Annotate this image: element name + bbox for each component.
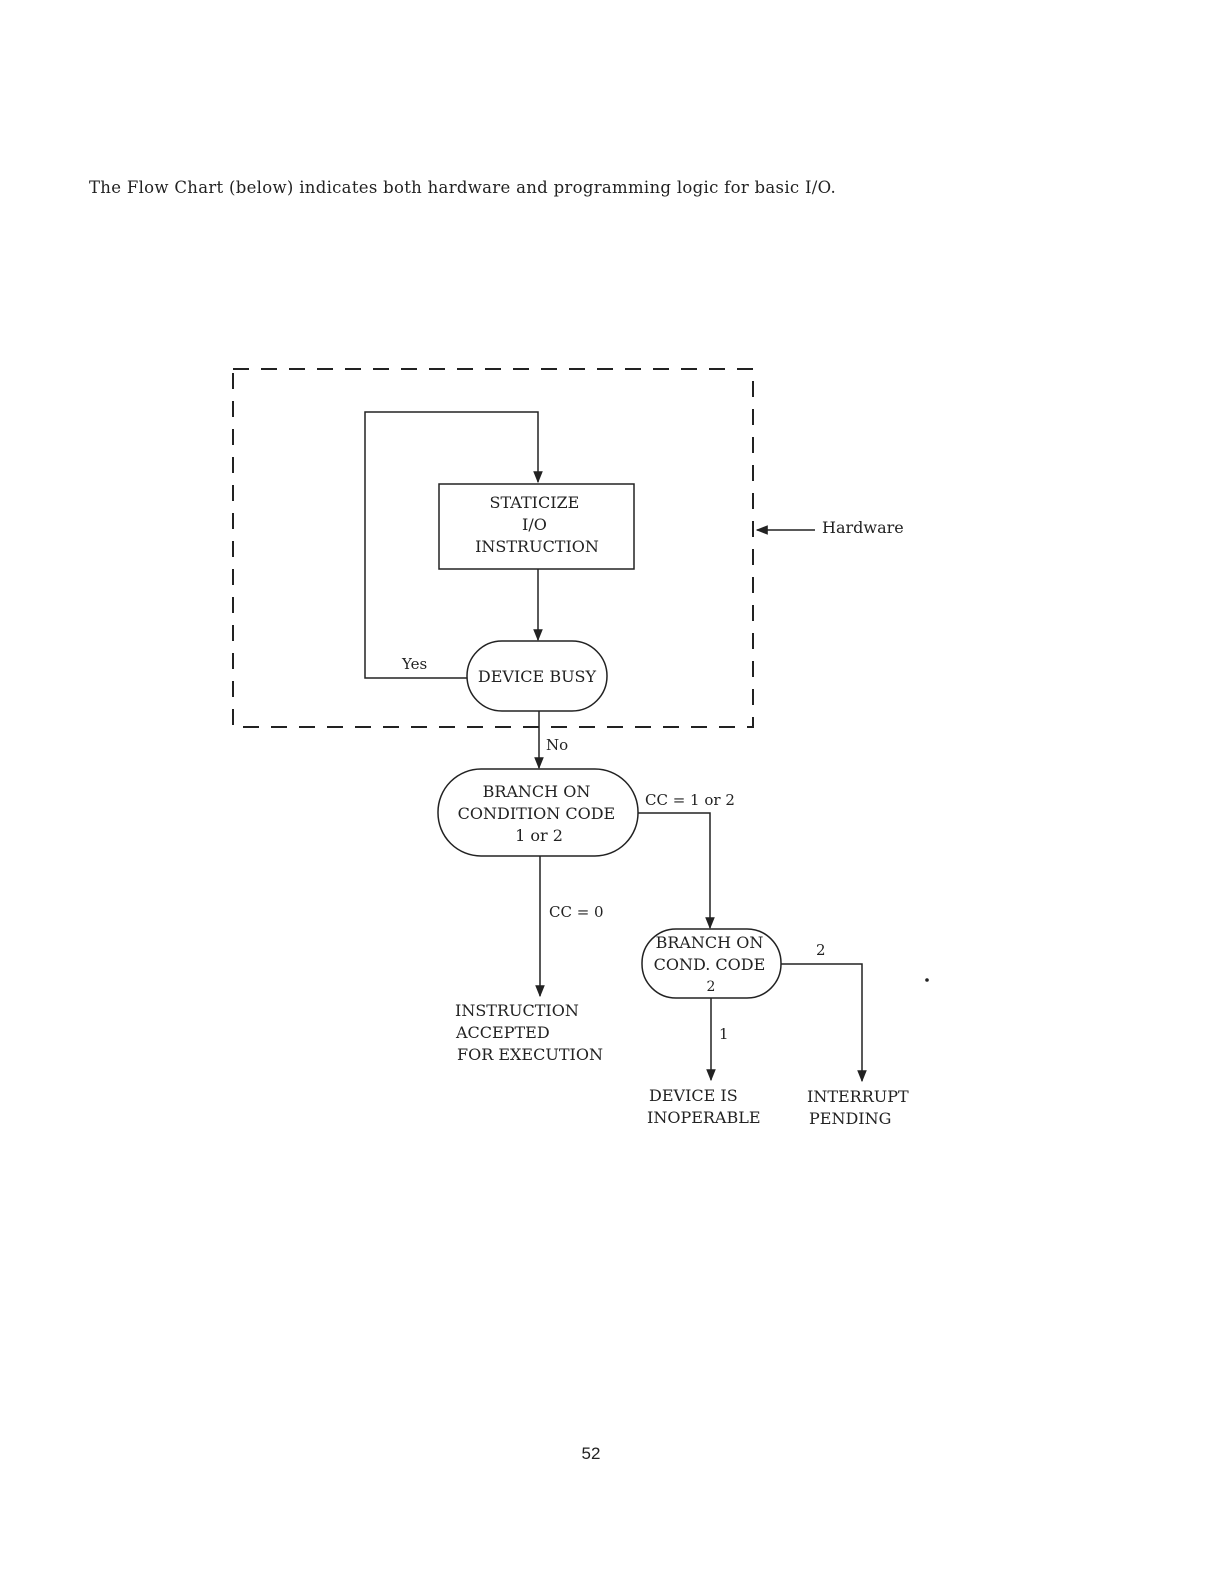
edge-label-cc-0: CC = 0	[549, 903, 604, 921]
scan-speck	[925, 978, 929, 982]
edge-label-one: 1	[719, 1025, 729, 1043]
edge-label-no: No	[546, 736, 568, 754]
edge-label-yes: Yes	[401, 655, 427, 673]
inoperable-label: DEVICE IS INOPERABLE	[647, 1086, 761, 1127]
edge-label-two: 2	[816, 941, 826, 959]
device-busy-label: DEVICE BUSY	[478, 667, 597, 686]
accepted-label: INSTRUCTION ACCEPTED FOR EXECUTION	[455, 1001, 603, 1064]
page-number: 52	[0, 1444, 1182, 1464]
hardware-label: Hardware	[822, 518, 904, 537]
edge-two	[781, 964, 862, 1081]
edge-cc-1-or-2	[638, 813, 710, 928]
edge-label-cc-1-or-2: CC = 1 or 2	[645, 791, 735, 809]
interrupt-label: INTERRUPT PENDING	[807, 1087, 914, 1128]
